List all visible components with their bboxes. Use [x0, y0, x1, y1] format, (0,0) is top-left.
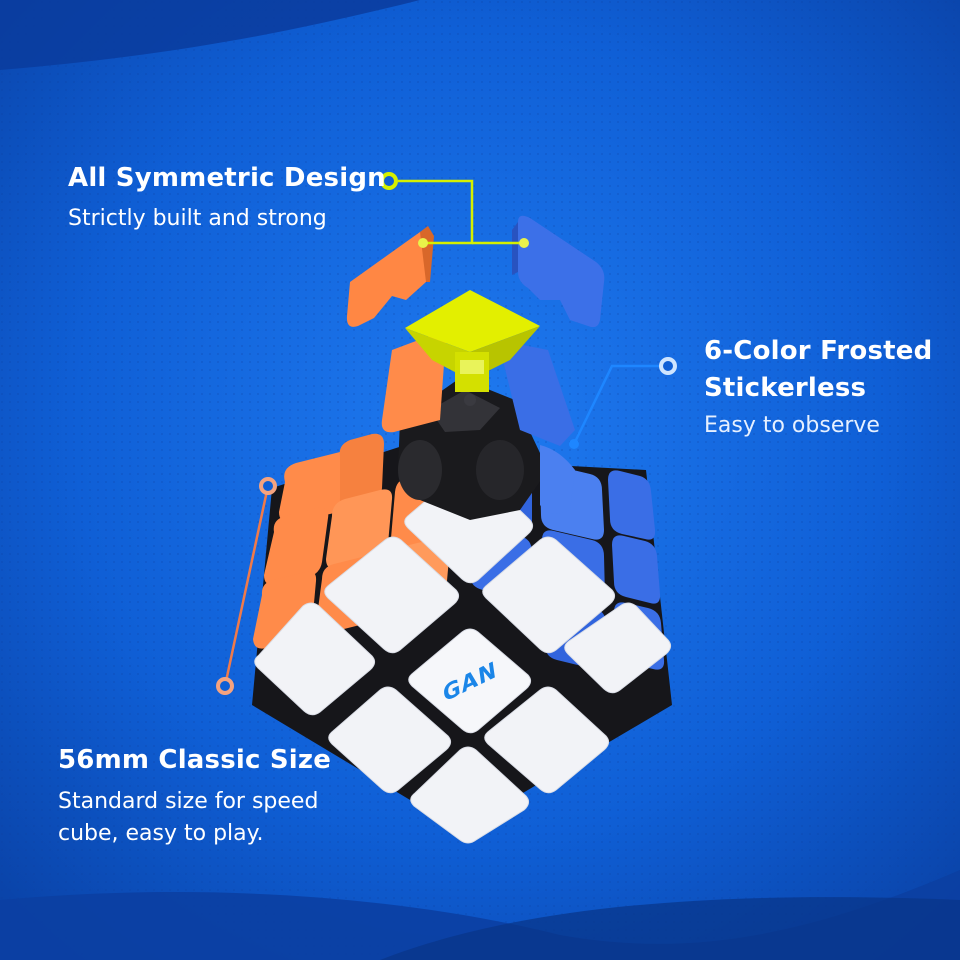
exploded-yellow-corner	[405, 290, 540, 392]
feature-title-symmetric: All Symmetric Design	[68, 163, 386, 193]
feature-subtitle-symmetric: Strictly built and strong	[68, 206, 327, 231]
callout-symmetric	[380, 172, 529, 248]
feature-title-size: 56mm Classic Size	[58, 745, 332, 775]
callout-size	[216, 477, 277, 695]
callout-frosted	[569, 357, 677, 449]
feature-subtitle-frosted: Easy to observe	[704, 413, 880, 438]
feature-title-frosted: 6-Color Frosted Stickerless	[704, 336, 933, 403]
center-logo-tile	[408, 628, 532, 734]
exploded-blue-piece	[512, 215, 605, 328]
cube-body	[252, 332, 672, 844]
feature-subtitle-size: Standard size for speed cube, easy to pl…	[58, 789, 319, 846]
